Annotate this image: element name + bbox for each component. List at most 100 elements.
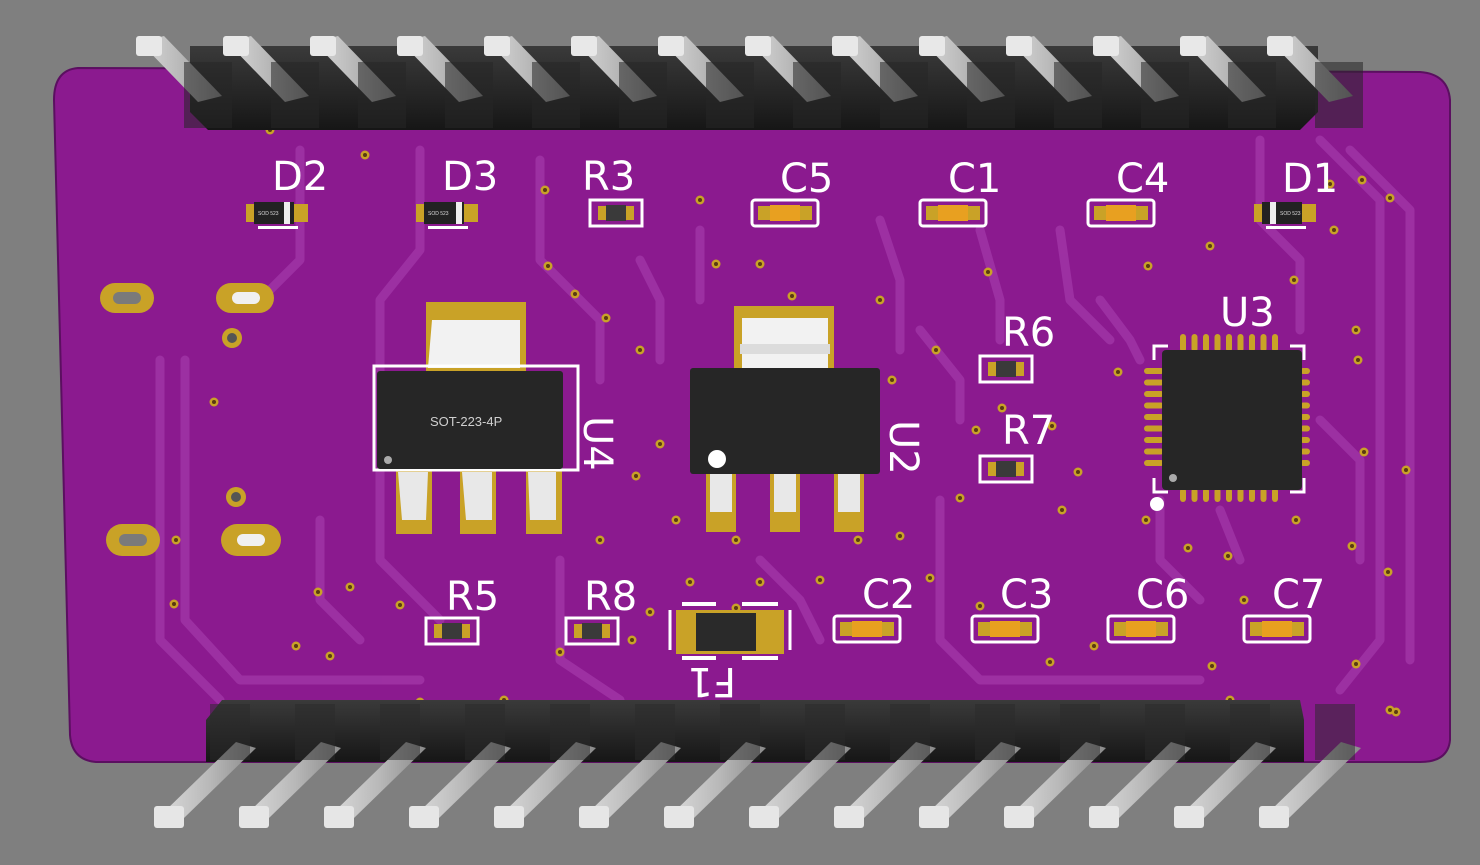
bottom-pin-header: [154, 700, 1361, 828]
via: [1357, 175, 1367, 185]
bottom-header-pin: [834, 704, 936, 828]
u3-pad: [1191, 488, 1198, 502]
top-header-pin: [484, 36, 580, 128]
via: [997, 403, 1007, 413]
fuse-f1: F1: [668, 602, 792, 704]
via: [711, 259, 721, 269]
via: [1383, 567, 1393, 577]
u3-pad: [1300, 437, 1310, 443]
via: [1359, 447, 1369, 457]
via: [955, 493, 965, 503]
u3-pad: [1249, 334, 1255, 352]
via: [1329, 225, 1339, 235]
via: [1047, 421, 1057, 431]
top-header-pin: [1267, 36, 1363, 128]
via: [291, 641, 301, 651]
label-r5: R5: [446, 574, 499, 620]
label-c1: C1: [948, 156, 1001, 202]
u3-pad: [1300, 414, 1310, 420]
via: [755, 259, 765, 269]
via: [971, 425, 981, 435]
via: [731, 535, 741, 545]
diode-d2: SOD 523 D2: [246, 154, 328, 229]
u3-pad: [1300, 368, 1310, 374]
via: [1385, 705, 1395, 715]
bottom-header-pin: [1089, 704, 1191, 828]
via: [1223, 551, 1233, 561]
vias: [169, 125, 1411, 725]
u3-pad: [1237, 334, 1244, 352]
via: [853, 535, 863, 545]
u3-pad: [1260, 334, 1267, 352]
label-c6: C6: [1136, 572, 1189, 618]
top-header-pin: [1006, 36, 1102, 128]
via: [360, 150, 370, 160]
top-header-pin: [136, 36, 232, 128]
via: [1057, 505, 1067, 515]
via: [655, 439, 665, 449]
diode-d3: SOD 523 D3: [416, 154, 498, 229]
via: [1291, 515, 1301, 525]
diode-d2-mark: SOD 523: [258, 211, 279, 217]
top-header-pin: [832, 36, 928, 128]
bottom-header-pin: [239, 704, 341, 828]
via: [1089, 641, 1099, 651]
via: [983, 267, 993, 277]
label-c7: C7: [1272, 572, 1325, 618]
bottom-header-pin: [324, 704, 426, 828]
via: [875, 295, 885, 305]
mcu-u3: U3: [1144, 290, 1310, 511]
u3-pad: [1272, 488, 1278, 502]
u3-pad: [1191, 334, 1198, 352]
u3-pad: [1300, 448, 1310, 455]
capacitor-c3: C3: [970, 572, 1053, 644]
bottom-header-pin: [154, 704, 256, 828]
u3-pad: [1144, 437, 1164, 443]
u3-pad: [1144, 402, 1164, 409]
via: [555, 647, 565, 657]
u3-pad: [1144, 425, 1164, 432]
via: [895, 531, 905, 541]
u3-pad: [1144, 414, 1164, 420]
via: [1183, 543, 1193, 553]
via: [671, 515, 681, 525]
via: [395, 600, 405, 610]
via: [975, 601, 985, 611]
via: [1401, 465, 1411, 475]
u3-pad: [1144, 368, 1164, 374]
label-u3: U3: [1220, 290, 1275, 336]
capacitor-c5: C5: [750, 156, 833, 228]
label-c3: C3: [1000, 572, 1053, 618]
via: [1351, 325, 1361, 335]
top-header-pin: [745, 36, 841, 128]
u3-pad: [1180, 488, 1186, 502]
via: [313, 587, 323, 597]
top-header-pin: [397, 36, 493, 128]
via: [325, 651, 335, 661]
via: [887, 375, 897, 385]
resistor-r5: R5: [424, 574, 499, 646]
via: [345, 582, 355, 592]
top-header-pin: [1180, 36, 1276, 128]
diode-d1: SOD 523 D1: [1254, 156, 1338, 229]
via: [931, 345, 941, 355]
via: [1289, 275, 1299, 285]
label-c2: C2: [862, 572, 915, 618]
u3-pad: [1300, 460, 1310, 466]
u3-pad: [1226, 334, 1232, 352]
u3-pad: [1144, 448, 1164, 455]
via: [169, 599, 179, 609]
top-header-pin: [571, 36, 667, 128]
bottom-header-pin: [579, 704, 681, 828]
via: [755, 577, 765, 587]
u3-pad: [1300, 402, 1310, 409]
label-d1: D1: [1282, 156, 1338, 202]
via: [595, 535, 605, 545]
bottom-header-pin: [664, 704, 766, 828]
via: [685, 577, 695, 587]
u3-pad: [1144, 379, 1164, 386]
capacitor-c2: C2: [832, 572, 915, 644]
via: [1385, 193, 1395, 203]
bottom-header-pin: [1004, 704, 1106, 828]
